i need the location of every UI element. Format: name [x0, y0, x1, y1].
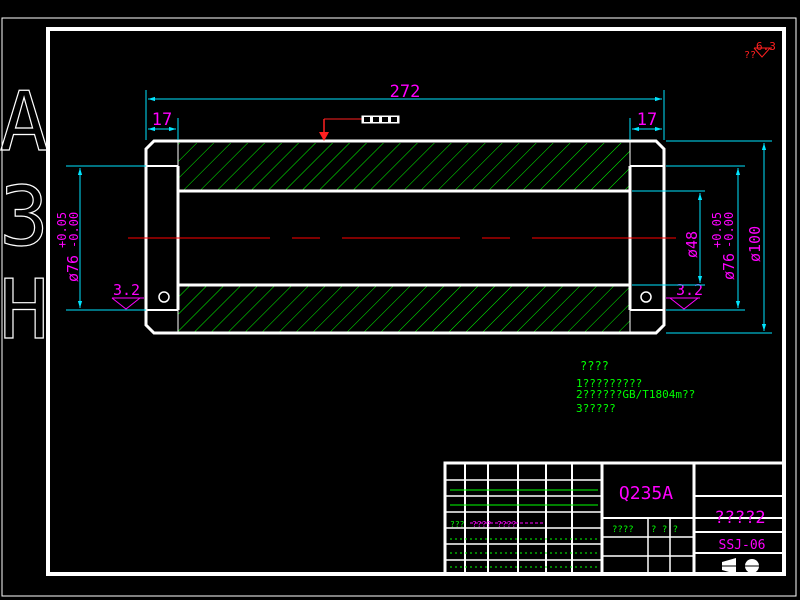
dim-bore-diameter-text: ø48 — [683, 231, 701, 258]
sheet-label-3: 3 — [0, 170, 49, 265]
title-block-cell-marks — [450, 489, 598, 568]
dim-left-tol-lower: -0.00 — [67, 212, 81, 248]
title-block-label-3: ??? — [450, 520, 465, 529]
dim-right-diameter — [666, 165, 745, 311]
sheet-outer-border — [1, 17, 797, 597]
notes-line-2: 2??????GB/T1804m?? — [576, 388, 695, 401]
notes-line-3: 3????? — [576, 402, 616, 415]
dim-left-diameter — [66, 165, 146, 311]
roughness-right-symbol — [666, 297, 700, 310]
roughness-general-symbol — [753, 47, 772, 58]
part-name-text: ????2 — [714, 508, 765, 528]
title-block-label-4: ???? — [472, 520, 491, 529]
dim-right-step-text: 17 — [637, 110, 657, 130]
part-section — [144, 139, 666, 335]
drawing-number-text: SSJ-06 — [719, 538, 766, 553]
dim-outer-diameter-text: ø100 — [746, 226, 764, 262]
technical-notes: ???? 1????????? 2??????GB/T1804m?? 3????… — [576, 359, 695, 415]
dim-left-diameter-text: ø76 — [64, 255, 82, 282]
dim-left-step — [148, 118, 179, 140]
right-hole-mark — [640, 291, 652, 303]
roughness-left-text: 3.2 — [113, 281, 140, 299]
dim-right-diameter-text: ø76 — [720, 253, 738, 280]
roughness-general-prefix: ?? — [744, 50, 756, 61]
title-block-label-5: ???? — [497, 520, 516, 529]
dim-left-tol-upper: +0.05 — [55, 212, 69, 248]
sheet-size-label: A 3 H — [0, 74, 49, 358]
datum-marker — [319, 115, 400, 141]
dim-outer-diameter — [666, 140, 772, 334]
dim-overall-length — [145, 90, 665, 140]
notes-line-1: 1????????? — [576, 377, 642, 390]
dim-bore-diameter — [632, 190, 705, 286]
sheet-label-h: H — [0, 263, 49, 358]
dim-right-step — [629, 118, 662, 140]
title-block — [443, 461, 786, 576]
part-outline — [144, 139, 666, 335]
dim-overall-length-text: 272 — [390, 82, 421, 102]
sheet-label-a: A — [0, 75, 49, 170]
projection-symbol-icon — [720, 558, 764, 574]
left-hole-mark — [158, 291, 170, 303]
upper-wall-hatch — [178, 143, 630, 191]
lower-wall-hatch — [178, 285, 630, 333]
dim-left-step-text: 17 — [152, 110, 172, 130]
roughness-left-symbol — [111, 297, 144, 310]
drawing-frame — [46, 27, 786, 576]
title-block-label-2: ? ? ? — [651, 525, 678, 535]
material-text: Q235A — [619, 483, 673, 504]
dim-right-tol-lower: -0.00 — [722, 212, 736, 248]
dim-right-tol-upper: +0.05 — [710, 212, 724, 248]
notes-title: ???? — [580, 359, 609, 373]
roughness-general-text: 6.3 — [756, 40, 776, 53]
title-block-label-1: ???? — [612, 525, 634, 535]
roughness-right-text: 3.2 — [676, 281, 703, 299]
